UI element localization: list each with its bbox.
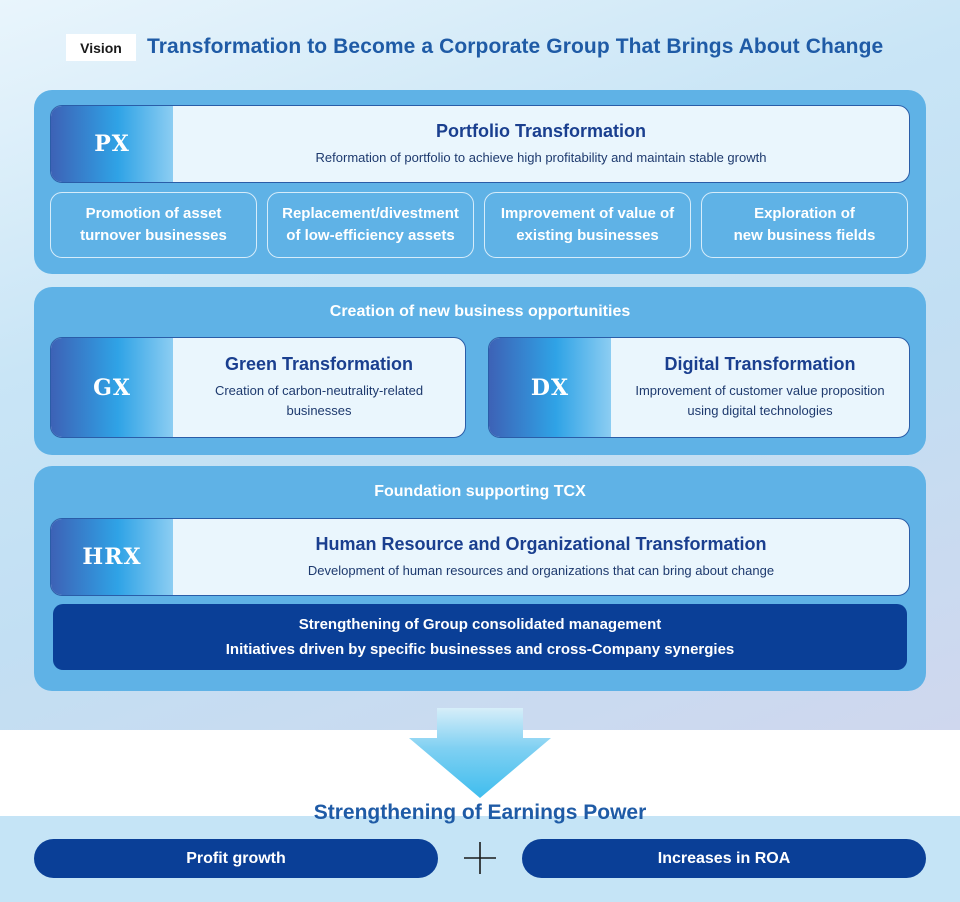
px-item-divestment: Replacement/divestment of low-efficiency … [267,192,474,258]
gx-card: GX Green Transformation Creation of carb… [50,337,466,438]
px-description: Reformation of portfolio to achieve high… [315,149,767,165]
gx-body: Green Transformation Creation of carbon-… [173,338,465,437]
portfolio-panel: PX Portfolio Transformation Reformation … [34,90,926,274]
hrx-badge: HRX [51,519,173,595]
new-business-panel: Creation of new business opportunities G… [34,287,926,455]
foundation-panel: Foundation supporting TCX HRX Human Reso… [34,466,926,691]
profit-growth-pill: Profit growth [34,839,438,878]
vision-tag: Vision [66,34,136,61]
page-title: Transformation to Become a Corporate Gro… [147,35,884,58]
group-management-box: Strengthening of Group consolidated mana… [53,604,907,670]
px-card: PX Portfolio Transformation Reformation … [50,105,910,183]
gx-title: Green Transformation [224,354,414,374]
dx-description: Improvement of customer value propositio… [635,383,885,418]
hrx-body: Human Resource and Organizational Transf… [173,519,909,595]
roa-pill: Increases in ROA [522,839,926,878]
earnings-title: Strengthening of Earnings Power [313,801,647,824]
px-item-line: of low-efficiency assets [286,227,455,244]
down-arrow-icon [409,708,551,798]
px-item-improvement: Improvement of value of existing business… [484,192,691,258]
plus-icon [464,842,496,874]
gx-badge: GX [51,338,173,437]
foundation-heading: Foundation supporting TCX [374,483,586,500]
px-item-line: Promotion of asset [85,205,222,222]
px-item-asset-turnover: Promotion of asset turnover businesses [50,192,257,258]
dx-badge: DX [489,338,611,437]
px-item-line: Improvement of value of [500,205,675,222]
px-item-line: existing businesses [516,227,659,244]
new-business-heading: Creation of new business opportunities [329,303,631,320]
px-item-line: Replacement/divestment [282,205,459,222]
dx-body: Digital Transformation Improvement of cu… [611,338,909,437]
dx-title: Digital Transformation [664,354,856,374]
hrx-title: Human Resource and Organizational Transf… [315,533,767,554]
hrx-card: HRX Human Resource and Organizational Tr… [50,518,910,596]
px-item-exploration: Exploration of new business fields [701,192,908,258]
px-badge: PX [51,106,173,182]
px-item-line: new business fields [733,227,876,244]
px-item-line: turnover businesses [80,227,227,244]
hrx-description: Development of human resources and organ… [307,562,775,578]
synergies-line: Initiatives driven by specific businesse… [225,641,735,658]
px-title: Portfolio Transformation [435,120,646,141]
group-management-line: Strengthening of Group consolidated mana… [298,616,662,633]
px-item-line: Exploration of [754,205,855,222]
px-body: Portfolio Transformation Reformation of … [173,106,909,182]
dx-card: DX Digital Transformation Improvement of… [488,337,910,438]
